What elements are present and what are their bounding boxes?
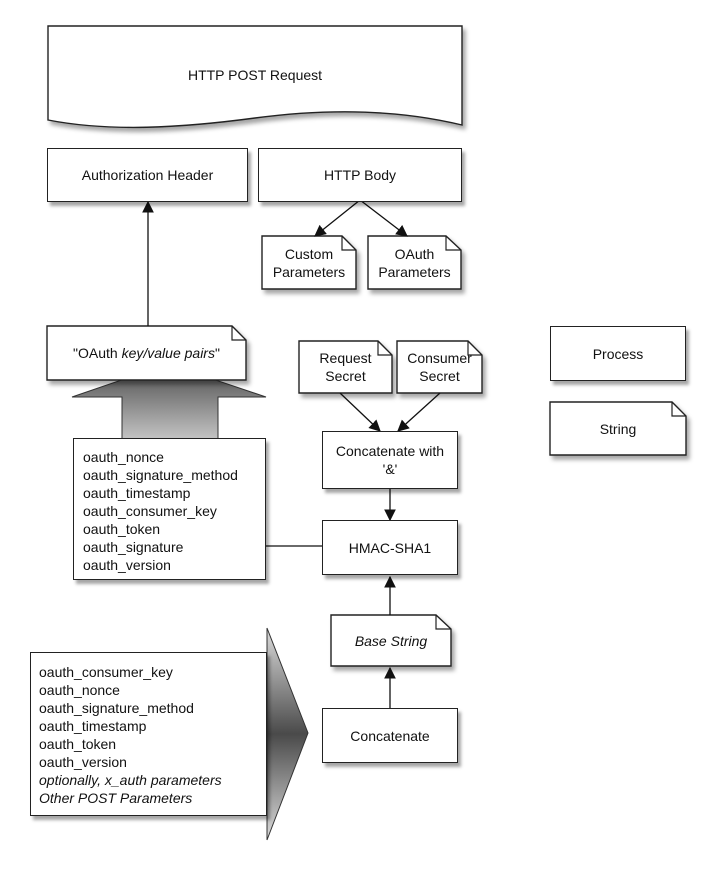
- input-param-extra-item: Other POST Parameters: [39, 790, 193, 806]
- input-param-item: oauth_timestamp: [39, 718, 147, 734]
- signed-param-item: oauth_signature: [83, 539, 184, 555]
- legend-string-label: String: [599, 420, 637, 437]
- input-params-box: oauth_consumer_key oauth_nonce oauth_sig…: [30, 652, 267, 816]
- kv-pairs-shape: [46, 325, 247, 381]
- kv-pairs-prefix: "OAuth: [73, 345, 122, 361]
- arrow-request-secret-to-concat: [339, 392, 381, 432]
- http-post-request-title: HTTP POST Request: [187, 67, 323, 83]
- authorization-header-box: Authorization Header: [47, 148, 248, 202]
- consumer-secret-line1: Consumer: [407, 350, 472, 366]
- request-secret-label: Request Secret: [299, 341, 392, 393]
- signed-params-box: oauth_nonce oauth_signature_method oauth…: [73, 438, 266, 580]
- concatenate-box: Concatenate: [322, 708, 458, 763]
- concatenate-with-amp-box: Concatenate with '&': [322, 431, 458, 489]
- custom-parameters-shape: [261, 235, 357, 290]
- oauth-parameters-label: OAuth Parameters: [368, 236, 461, 289]
- base-string-shape: [330, 614, 452, 667]
- arrow-body-to-oauth: [359, 199, 408, 237]
- kv-pairs-suffix: ": [214, 345, 220, 361]
- input-param-item: oauth_consumer_key: [39, 664, 173, 680]
- input-param-item: oauth_version: [39, 754, 127, 770]
- arrow-body-to-custom: [314, 199, 361, 237]
- input-params-list: oauth_consumer_key oauth_nonce oauth_sig…: [39, 663, 222, 807]
- consumer-secret-line2: Secret: [419, 368, 460, 384]
- oauth-parameters-line2: Parameters: [378, 263, 451, 280]
- input-param-item: oauth_nonce: [39, 682, 120, 698]
- request-secret-line1: Request: [319, 350, 372, 366]
- signed-param-item: oauth_token: [83, 521, 161, 537]
- http-post-request-shape: [47, 25, 463, 129]
- consumer-secret-shape: [396, 340, 483, 394]
- legend-process-box: Process: [550, 326, 686, 381]
- custom-parameters-line1: Custom: [284, 245, 334, 262]
- signed-params-list: oauth_nonce oauth_signature_method oauth…: [83, 448, 238, 574]
- concat-amp-line1: Concatenate with: [335, 443, 445, 459]
- input-param-extra-item: optionally, x_auth parameters: [39, 772, 222, 788]
- hmac-sha1-box: HMAC-SHA1: [322, 520, 458, 575]
- input-param-item: oauth_token: [39, 736, 117, 752]
- custom-parameters-line2: Parameters: [272, 263, 346, 280]
- concat-amp-line2: '&': [382, 461, 398, 477]
- http-body-box: HTTP Body: [258, 148, 462, 202]
- legend-string-shape: [549, 401, 687, 456]
- kv-pairs-emph: key/value pairs: [121, 345, 215, 361]
- request-secret-shape: [298, 340, 393, 394]
- base-string-label: Base String: [354, 632, 428, 649]
- arrow-consumer-secret-to-concat: [397, 392, 441, 432]
- input-param-item: oauth_signature_method: [39, 700, 194, 716]
- signed-param-item: oauth_nonce: [83, 449, 164, 465]
- signed-param-item: oauth_timestamp: [83, 485, 191, 501]
- custom-parameters-label: Custom Parameters: [262, 236, 356, 289]
- oauth-parameters-shape: [367, 235, 462, 290]
- request-secret-line2: Secret: [325, 368, 366, 384]
- kv-pairs-label: "OAuth key/value pairs": [47, 326, 246, 380]
- oauth-parameters-line1: OAuth: [394, 245, 435, 262]
- signed-param-item: oauth_signature_method: [83, 467, 238, 483]
- signed-param-item: oauth_consumer_key: [83, 503, 217, 519]
- signed-param-item: oauth_version: [83, 557, 171, 573]
- consumer-secret-label: Consumer Secret: [397, 341, 482, 393]
